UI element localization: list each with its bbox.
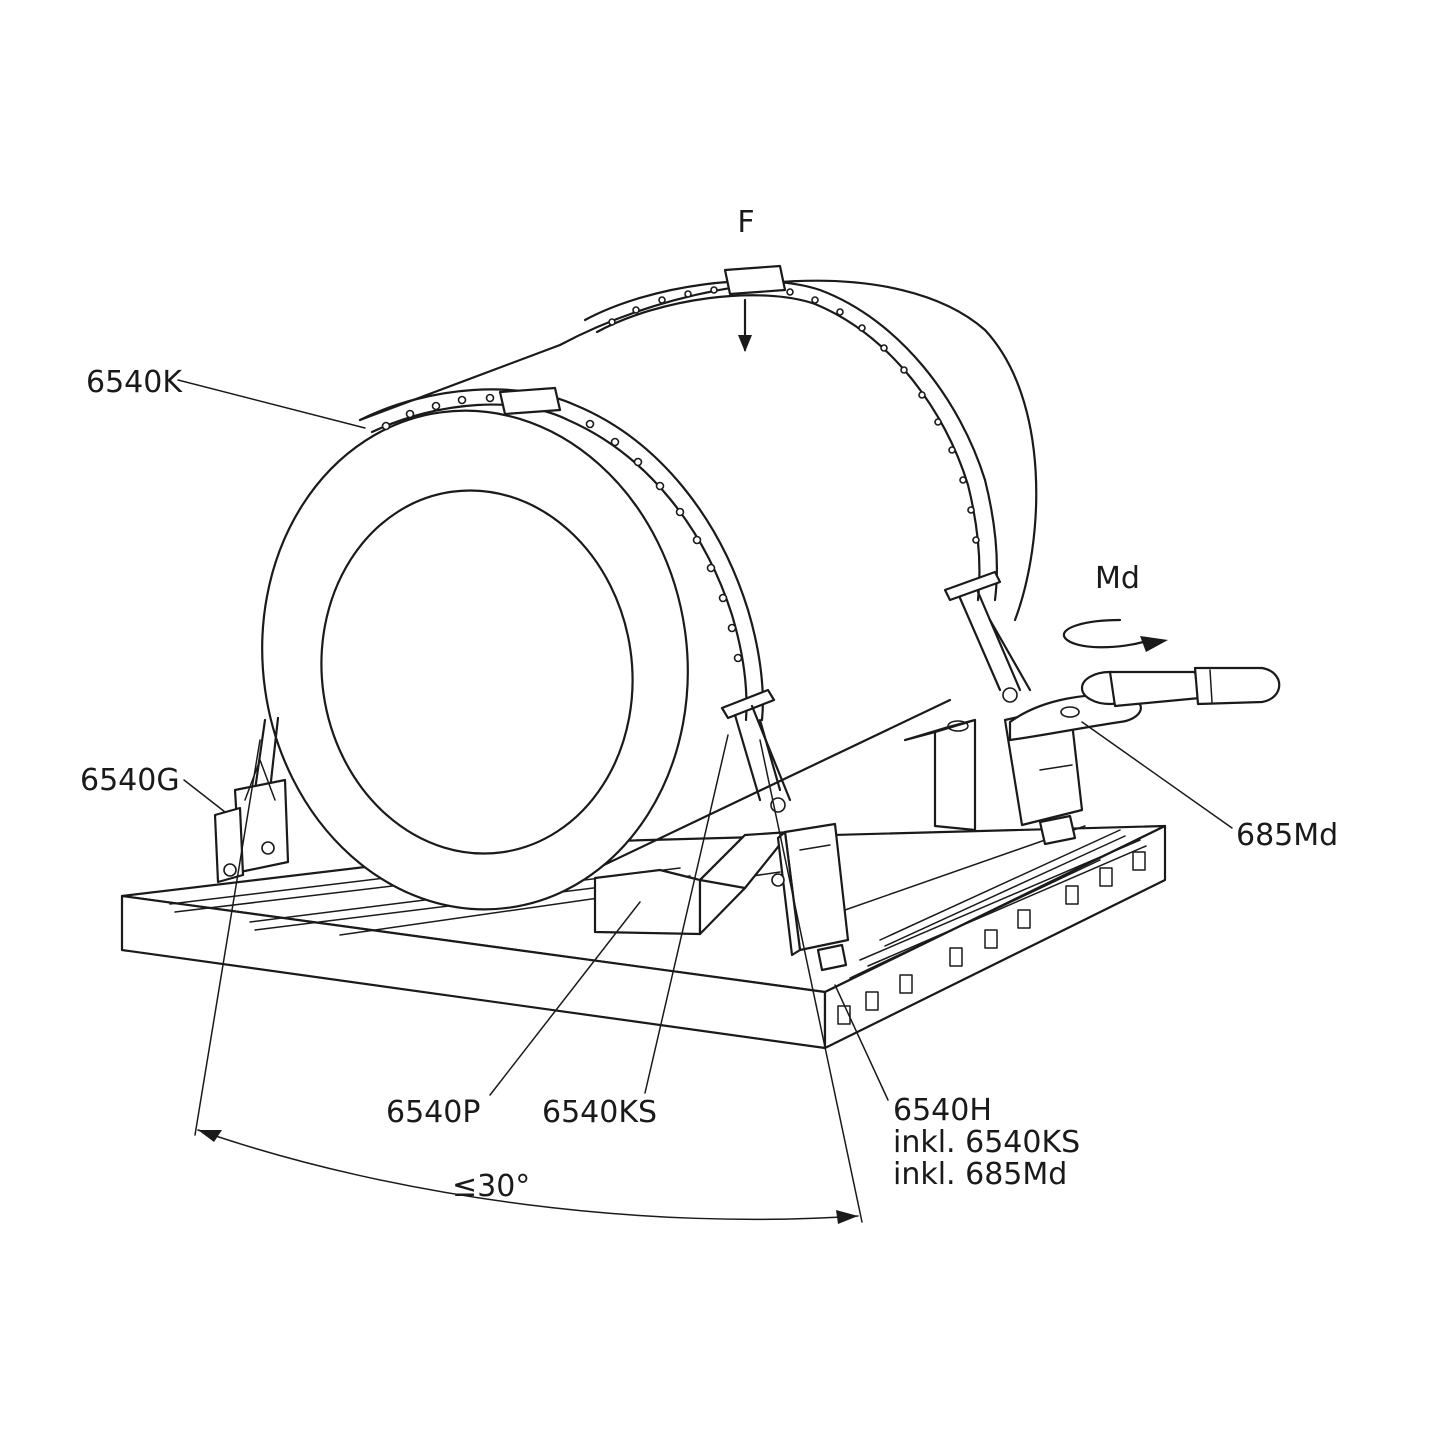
label-guide: 6540G bbox=[80, 763, 180, 798]
cylinder-workpiece bbox=[261, 279, 1038, 911]
strap-holes-rear bbox=[608, 286, 980, 544]
prism-support-rear bbox=[903, 718, 977, 832]
label-wrench: 685Md bbox=[1236, 818, 1338, 853]
torque-arrow bbox=[1062, 618, 1168, 652]
torque-wrench bbox=[1008, 666, 1281, 742]
clamp-strap-rear bbox=[583, 264, 999, 602]
label-torque: Md bbox=[1095, 561, 1140, 596]
angle-dimension bbox=[194, 739, 863, 1224]
tensioner-front-holder bbox=[720, 688, 850, 972]
label-holder-line3: inkl. 685Md bbox=[893, 1157, 1067, 1192]
label-tensioner: 6540KS bbox=[542, 1095, 657, 1130]
force-arrow bbox=[738, 298, 752, 352]
t-slot-openings bbox=[837, 851, 1146, 1025]
label-holder-line1: 6540H bbox=[893, 1093, 992, 1128]
clamp-strap-front bbox=[358, 386, 764, 722]
tensioner-left-guide bbox=[213, 716, 290, 884]
label-holder-line2: inkl. 6540KS bbox=[893, 1125, 1080, 1160]
label-angle: ≤30° bbox=[452, 1169, 530, 1204]
label-prism: 6540P bbox=[386, 1095, 480, 1130]
label-strap: 6540K bbox=[86, 365, 183, 400]
labels: F Md 6540K 6540G 685Md 6540P 6540KS 6540… bbox=[80, 205, 1338, 1204]
label-force: F bbox=[737, 205, 754, 240]
leader-lines bbox=[177, 379, 1233, 1101]
